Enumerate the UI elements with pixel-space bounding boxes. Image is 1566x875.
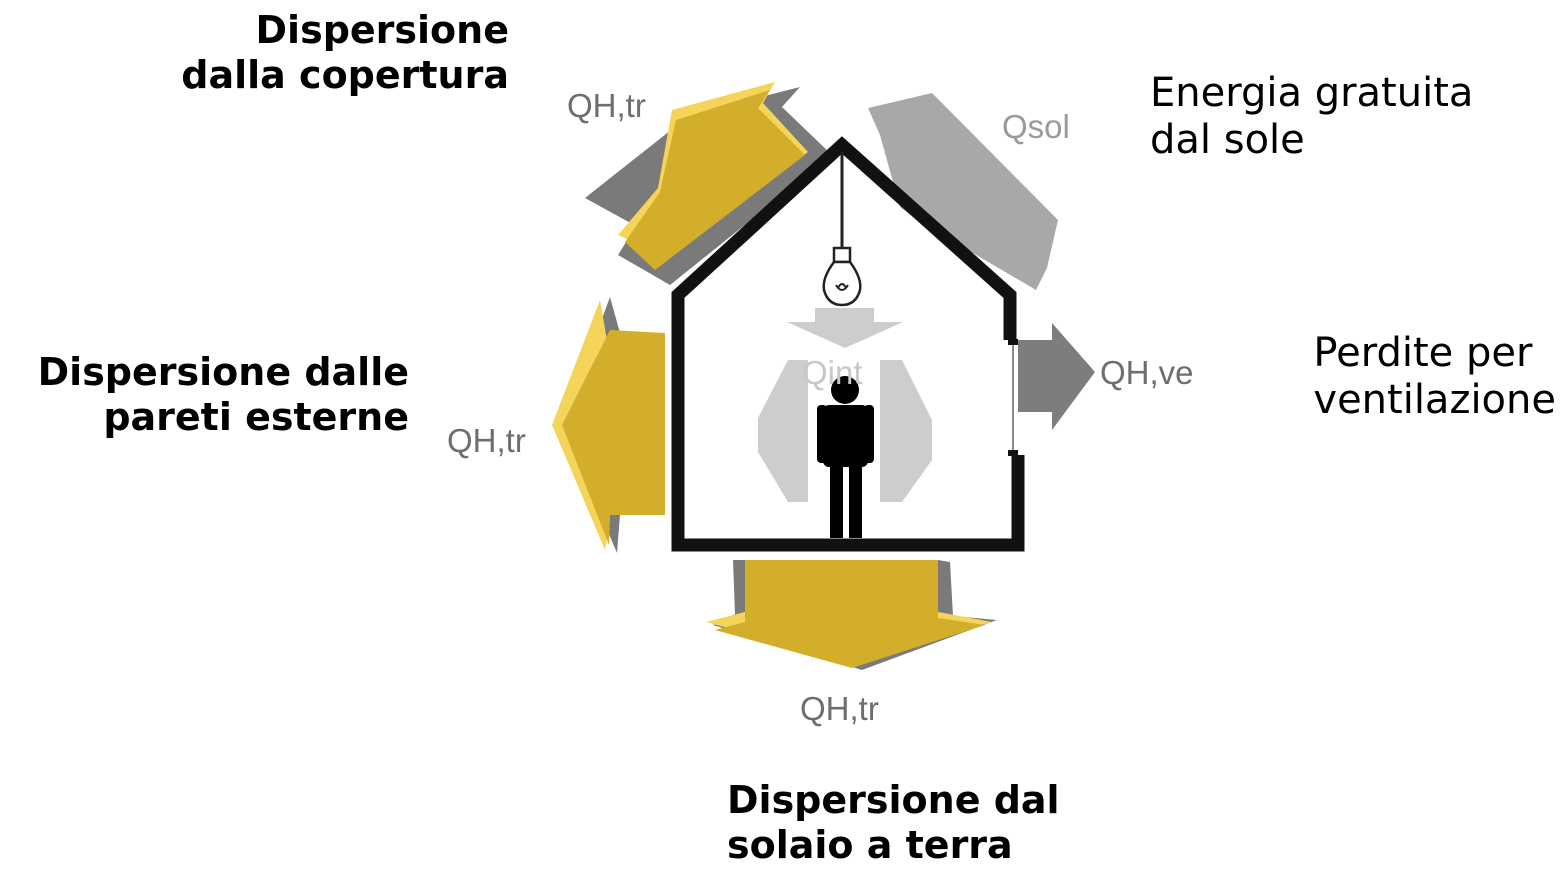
person-icon — [817, 376, 874, 538]
ground-loss-symbol: QH,tr — [800, 690, 879, 727]
solar-gain-caption: Energia gratuita dal sole — [1150, 70, 1474, 164]
roof-loss-symbol: QH,tr — [567, 87, 646, 124]
ventilation-loss-caption: Perdite per ventilazione — [1313, 330, 1556, 424]
roof-loss-arrow — [585, 82, 832, 285]
light-bulb-icon — [822, 152, 862, 307]
ground-loss-caption: Dispersione dal solaio a terra — [727, 778, 1060, 867]
internal-gain-arrows — [758, 308, 932, 502]
ventilation-loss-symbol: QH,ve — [1100, 354, 1194, 391]
house-outline — [671, 136, 1025, 552]
wall-loss-arrow — [552, 297, 665, 553]
ventilation-loss-arrow — [1018, 323, 1095, 430]
wall-loss-caption: Dispersione dalle pareti esterne — [37, 350, 409, 439]
ground-loss-arrow — [706, 560, 997, 670]
roof-loss-caption: Dispersione dalla copertura — [181, 8, 509, 97]
wall-loss-symbol: QH,tr — [447, 422, 526, 459]
internal-gain-symbol: Qint — [802, 354, 863, 391]
solar-gain-symbol: Qsol — [1002, 108, 1070, 145]
solar-gain-arrow — [868, 93, 1058, 290]
